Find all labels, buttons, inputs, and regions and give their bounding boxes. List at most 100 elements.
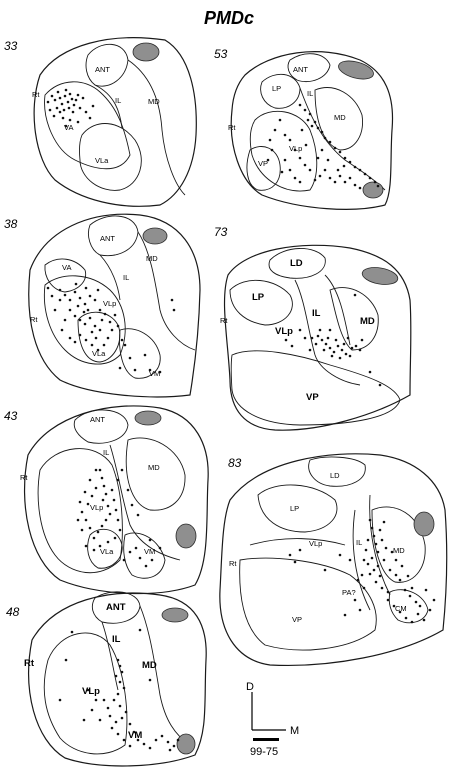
- labeled-cell-dot: [354, 344, 358, 348]
- ant-outline: [73, 409, 129, 444]
- labeled-cell-dot: [343, 156, 347, 160]
- labeled-cell-dot: [384, 546, 388, 550]
- labeled-cell-dot: [363, 172, 367, 176]
- labeled-cell-dot: [94, 486, 98, 490]
- labeled-cell-dot: [298, 548, 302, 552]
- il-medial: [324, 274, 351, 346]
- md-outline: [371, 506, 426, 583]
- labeled-cell-dot: [142, 742, 146, 746]
- labeled-cell-dot: [298, 156, 302, 160]
- section-outline: [33, 37, 197, 207]
- labeled-cell-dot: [116, 478, 120, 482]
- labeled-cell-dot: [132, 730, 136, 734]
- section-outline: [230, 51, 394, 210]
- labeled-cell-dot: [382, 520, 386, 524]
- lp-outline: [229, 279, 293, 326]
- labeled-cell-dot: [102, 698, 106, 702]
- labeled-cells: [288, 518, 436, 624]
- labeled-cell-dot: [308, 168, 312, 172]
- labeled-cell-dot: [280, 170, 284, 174]
- md-boundary: [139, 605, 191, 746]
- label-md: MD: [393, 546, 405, 555]
- labeled-cell-dot: [106, 504, 110, 508]
- labeled-cell-dot: [138, 556, 142, 560]
- labeled-cell-dot: [376, 564, 380, 568]
- labeled-cell-dot: [304, 143, 308, 147]
- labeled-cell-dot: [94, 468, 98, 472]
- vm-outline: [119, 328, 161, 379]
- labeled-cell-dot: [68, 118, 72, 122]
- dorsal-label: D: [246, 681, 254, 693]
- labeled-cell-dot: [58, 698, 62, 702]
- label-vp: VP: [258, 159, 268, 168]
- labeled-cell-dot: [353, 598, 357, 602]
- labeled-cell-dot: [382, 558, 386, 562]
- labeled-cell-dot: [158, 370, 162, 374]
- label-vlp: VLp: [103, 299, 116, 308]
- labeled-cell-dot: [133, 368, 137, 372]
- labeled-cell-dot: [112, 498, 116, 502]
- vp-outline: [239, 557, 377, 651]
- labeled-cell-dot: [76, 120, 80, 124]
- labeled-cell-dot: [266, 158, 270, 162]
- labeled-cell-dot: [368, 518, 372, 522]
- label-ant: ANT: [106, 602, 126, 613]
- labeled-cell-dot: [422, 618, 426, 622]
- labeled-cell-dot: [128, 722, 132, 726]
- labeled-cell-dot: [320, 338, 324, 342]
- labeled-cell-dot: [144, 564, 148, 568]
- label-il: IL: [123, 273, 129, 282]
- labeled-cell-dot: [348, 160, 352, 164]
- label-ld: LD: [290, 258, 303, 269]
- label-vm: VM: [149, 369, 160, 378]
- labeled-cell-dot: [50, 294, 54, 298]
- labeled-cell-dot: [310, 336, 314, 340]
- labeled-cell-dot: [116, 518, 120, 522]
- labeled-cell-dot: [150, 558, 154, 562]
- section-48: 48 ANT IL MD Rt VLp VM: [6, 591, 207, 767]
- il-medial: [369, 494, 391, 596]
- labeled-cell-dot: [122, 738, 126, 742]
- labeled-cell-dot: [378, 383, 382, 387]
- label-rt: Rt: [228, 123, 236, 132]
- section-number: 53: [214, 47, 228, 61]
- label-vp: VP: [306, 392, 319, 403]
- labeled-cell-dot: [120, 468, 124, 472]
- labeled-cell-dot: [50, 94, 54, 98]
- ant-outline: [88, 215, 139, 257]
- labeled-cell-dot: [293, 176, 297, 180]
- labeled-cell-dot: [70, 630, 74, 634]
- labeled-cell-dot: [98, 544, 102, 548]
- labeled-cell-dot: [330, 354, 334, 358]
- labeled-cell-dot: [390, 550, 394, 554]
- labeled-cell-dot: [343, 613, 347, 617]
- section-number: 43: [4, 409, 18, 423]
- labeled-cell-dot: [358, 608, 362, 612]
- section-73: 73 LD LP Rt IL MD VLp VP: [214, 225, 412, 431]
- labeled-cell-dot: [394, 558, 398, 562]
- labeled-cell-dot: [406, 574, 410, 578]
- labeled-cell-dot: [78, 318, 82, 322]
- labeled-cell-dot: [322, 348, 326, 352]
- gray-landmark: [176, 733, 196, 755]
- labeled-cell-dot: [90, 708, 94, 712]
- labeled-cell-dot: [338, 150, 342, 154]
- labeled-cell-dot: [96, 288, 100, 292]
- labeled-cell-dot: [120, 716, 124, 720]
- label-md: MD: [142, 660, 157, 671]
- labeled-cells: [76, 468, 162, 568]
- labeled-cell-dot: [116, 732, 120, 736]
- labeled-cell-dot: [143, 353, 147, 357]
- label-vlp: VLp: [309, 539, 322, 548]
- labeled-cell-dot: [288, 168, 292, 172]
- label-vp: VP: [292, 615, 302, 624]
- labeled-cell-dot: [398, 610, 402, 614]
- labeled-cell-dot: [353, 183, 357, 187]
- labeled-cell-dot: [94, 336, 98, 340]
- labeled-cell-dot: [56, 90, 60, 94]
- labeled-cell-dot: [101, 498, 105, 502]
- labeled-cell-dot: [386, 590, 390, 594]
- labeled-cell-dot: [356, 578, 360, 582]
- labeled-cell-dot: [66, 100, 70, 104]
- labeled-cell-dot: [334, 338, 338, 342]
